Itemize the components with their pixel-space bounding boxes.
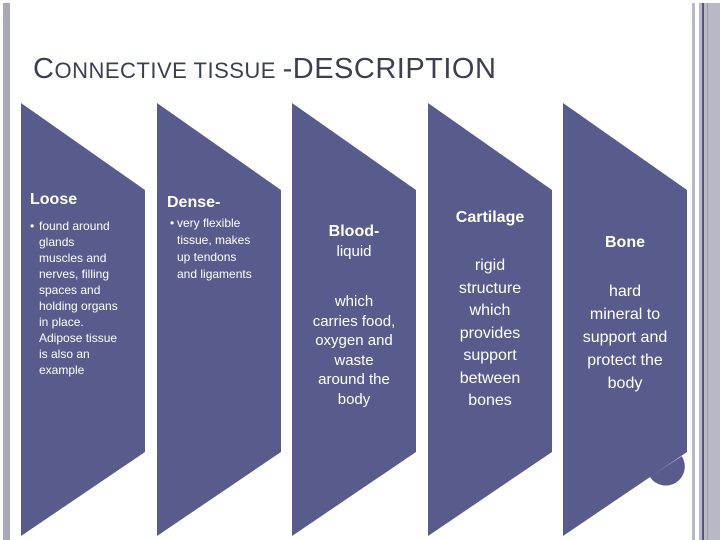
right-border-dark-line (702, 3, 704, 540)
bone-heading: Bone (605, 234, 645, 251)
dense-body-text: very flexible tissue, makes up tendons a… (177, 216, 252, 281)
cartilage-body-text: rigid structure which provides support b… (458, 257, 522, 409)
title-first-capital: C (33, 53, 55, 85)
banner-dense: Dense- • very flexible tissue, makes up … (157, 103, 281, 536)
loose-heading: Loose (30, 191, 78, 208)
blood-subheading: liquid (336, 243, 372, 260)
right-border-stripe-1 (692, 3, 695, 540)
banner-cartilage: Cartilage rigid structure which provides… (428, 103, 552, 536)
bone-body-text: hard mineral to support and protect the … (582, 283, 668, 392)
banner-blood: Blood- liquid which carries food, oxygen… (292, 103, 416, 536)
loose-bullet-row: • found around glands muscles and nerves… (30, 218, 141, 378)
right-border-stripe-2 (699, 3, 702, 540)
bullet-marker: • (170, 216, 175, 230)
title-small-caps: ONNECTIVE TISSUE (54, 58, 283, 83)
loose-body-text: found around glands muscles and nerves, … (39, 219, 118, 377)
banner-loose: Loose • found around glands muscles and … (21, 103, 145, 536)
right-border-stripe-3 (704, 3, 707, 540)
banner-bone: Bone hard mineral to support and protect… (563, 103, 687, 536)
page-title: CONNECTIVE TISSUE -DESCRIPTION (33, 51, 496, 84)
dense-heading: Dense- (167, 194, 221, 211)
right-border-mid-line (707, 3, 708, 540)
cartilage-heading: Cartilage (455, 209, 525, 226)
left-border-stripe (3, 3, 10, 540)
title-description-word: -DESCRIPTION (282, 53, 497, 85)
right-border-stripe-4 (708, 3, 720, 540)
dense-bullet-row: • very flexible tissue, makes up tendons… (167, 215, 279, 283)
bullet-marker: • (30, 219, 35, 233)
blood-body-text: which carries food, oxygen and waste aro… (312, 293, 396, 408)
blood-heading: Blood- (328, 223, 380, 240)
